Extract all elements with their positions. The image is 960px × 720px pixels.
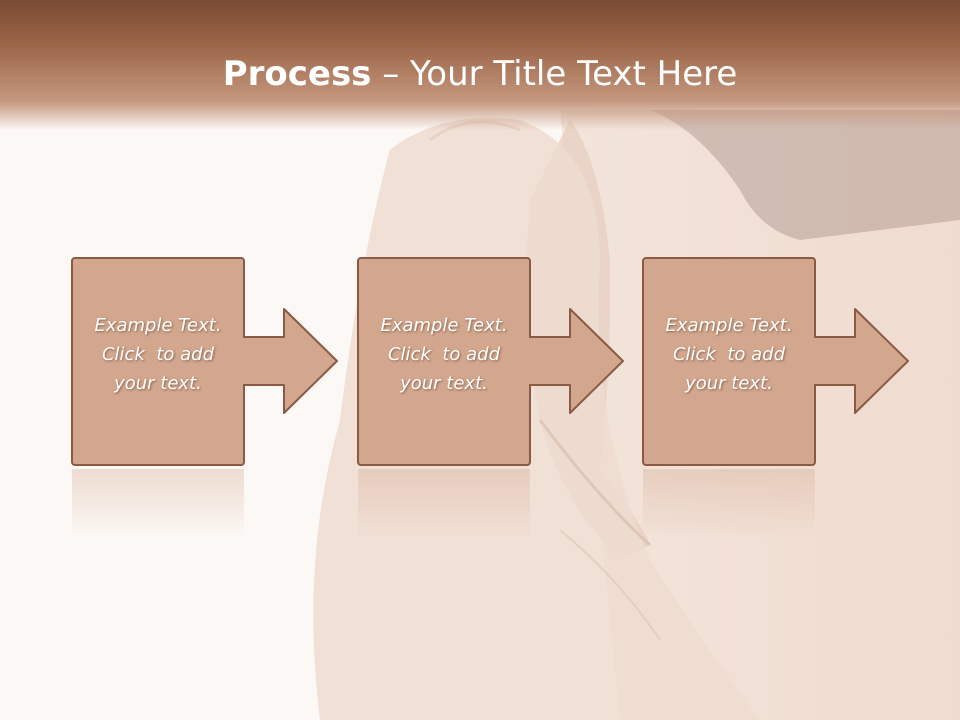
step-text-line: Click to add bbox=[101, 344, 214, 365]
step-text-line: your text. bbox=[685, 373, 773, 394]
step-text[interactable]: Example Text. Click to add your text. bbox=[645, 311, 813, 398]
step-text-line: your text. bbox=[400, 373, 488, 394]
step-text-line: your text. bbox=[114, 373, 202, 394]
step-arrow bbox=[527, 308, 624, 414]
title-bold: Process bbox=[222, 54, 372, 94]
step-text-line: Example Text. bbox=[380, 315, 508, 336]
step-text-line: Example Text. bbox=[94, 315, 222, 336]
title-rest: – Your Title Text Here bbox=[371, 54, 738, 94]
step-box-reflection bbox=[643, 469, 815, 539]
step-box-reflection bbox=[358, 469, 530, 539]
step-box-reflection bbox=[72, 469, 244, 539]
step-text-line: Click to add bbox=[387, 344, 500, 365]
step-arrow-joint bbox=[238, 338, 246, 384]
step-arrow-joint bbox=[809, 338, 817, 384]
step-arrow bbox=[241, 308, 338, 414]
step-arrow bbox=[812, 308, 909, 414]
step-text[interactable]: Example Text. Click to add your text. bbox=[360, 311, 528, 398]
step-text[interactable]: Example Text. Click to add your text. bbox=[74, 311, 242, 398]
step-text-line: Click to add bbox=[672, 344, 785, 365]
slide-title[interactable]: Process – Your Title Text Here bbox=[0, 52, 960, 96]
step-arrow-joint bbox=[524, 338, 532, 384]
step-text-line: Example Text. bbox=[665, 315, 793, 336]
title-band bbox=[0, 0, 960, 130]
